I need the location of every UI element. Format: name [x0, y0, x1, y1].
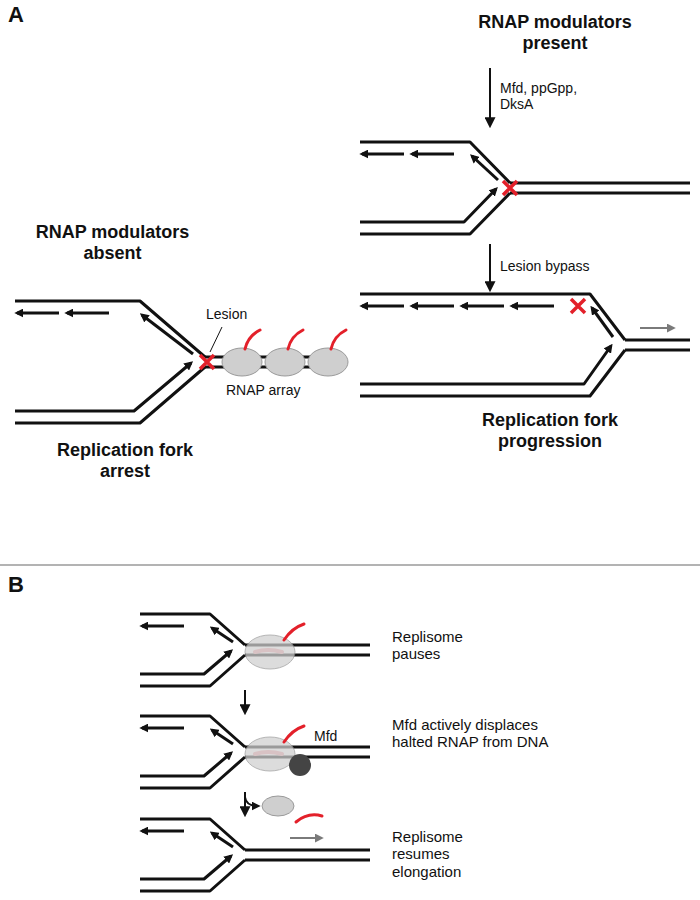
okazaki-fragment: [412, 305, 454, 308]
condition-heading: RNAP modulators present: [460, 12, 650, 53]
okazaki-fragment: [142, 625, 184, 628]
leading-strand: [140, 651, 231, 674]
step-note: Mfd actively displaces halted RNAP from …: [392, 716, 557, 751]
leading-strand: [360, 189, 496, 222]
okazaki-fragment: [212, 628, 233, 642]
okazaki-fragment: [462, 305, 504, 308]
rnap-symbol: [262, 796, 294, 816]
okazaki-fragment: [212, 833, 233, 847]
okazaki-fragment: [592, 308, 613, 337]
parental-strand: [510, 192, 690, 195]
step-label: Lesion bypass: [500, 258, 590, 274]
rnap-symbol: [265, 348, 305, 376]
release-arrow: [245, 797, 258, 806]
rnap-symbol: [308, 348, 348, 376]
rna-transcript: [284, 726, 304, 742]
rna-transcript: [331, 330, 346, 349]
rna-transcript: [288, 330, 303, 349]
direction-arrow: [290, 837, 322, 839]
okazaki-fragment: [142, 830, 184, 833]
part-label: Lesion: [206, 306, 247, 322]
leader-line: [210, 327, 222, 352]
step-arrow: [244, 690, 246, 713]
factor-list: Mfd, ppGpp, DksA: [500, 80, 600, 112]
parental-strand: [625, 349, 690, 352]
rnap-symbol: [222, 348, 262, 376]
template-strand: [140, 860, 245, 891]
template-strand: [140, 614, 245, 645]
template-strand: [140, 757, 245, 788]
rnap-symbol: [245, 737, 295, 771]
parental-strand: [245, 849, 370, 852]
lesion-mark: [571, 299, 585, 313]
parental-strand: [245, 859, 370, 862]
outcome-heading: Replication fork arrest: [30, 440, 220, 481]
rna-transcript: [284, 624, 304, 640]
template-strand: [15, 301, 205, 357]
template-strand: [140, 655, 245, 686]
direction-arrow: [640, 327, 674, 329]
leading-strand: [360, 346, 611, 384]
rna-transcript: [245, 330, 260, 349]
rnap-symbol: [245, 635, 295, 669]
lesion-mark: [200, 355, 214, 369]
template-strand: [360, 142, 510, 183]
parental-strand: [625, 339, 690, 342]
part-label: Mfd: [314, 728, 337, 744]
leading-strand: [15, 363, 191, 411]
okazaki-fragment: [142, 315, 193, 354]
panel-divider: [0, 564, 700, 566]
step-arrow: [244, 792, 246, 815]
condition-heading: RNAP modulators absent: [25, 222, 200, 263]
okazaki-fragment: [67, 312, 109, 315]
okazaki-fragment: [472, 156, 498, 180]
panel-letter: B: [8, 572, 24, 597]
leading-strand: [140, 856, 231, 879]
rna-transcript: [296, 815, 322, 822]
okazaki-fragment: [212, 730, 233, 744]
template-strand: [360, 350, 625, 396]
okazaki-fragment: [512, 305, 554, 308]
part-label: RNAP array: [226, 382, 300, 398]
template-strand: [140, 716, 245, 747]
step-arrow: [489, 244, 491, 290]
leading-strand: [140, 753, 231, 776]
okazaki-fragment: [17, 312, 59, 315]
lesion-mark: [503, 181, 517, 195]
template-strand: [140, 819, 245, 850]
okazaki-fragment: [362, 305, 404, 308]
step-note: Replisome pauses: [392, 628, 502, 663]
okazaki-fragment: [412, 153, 454, 156]
template-strand: [360, 294, 625, 340]
parental-strand: [510, 182, 690, 185]
step-note: Replisome resumes elongation: [392, 828, 512, 880]
step-arrow: [489, 68, 491, 126]
panel-letter: A: [8, 2, 24, 27]
mfd-symbol: [289, 754, 311, 776]
okazaki-fragment: [362, 153, 404, 156]
outcome-heading: Replication fork progression: [440, 410, 660, 451]
okazaki-fragment: [142, 727, 184, 730]
